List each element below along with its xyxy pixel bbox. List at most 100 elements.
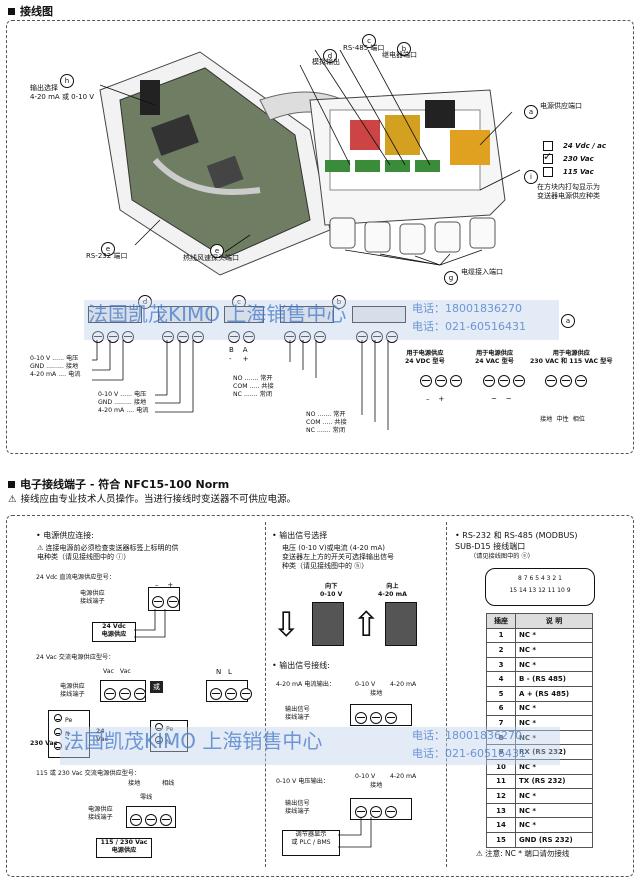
warning-line: ⚠接线应由专业技术人员操作。当进行接线时变送器不可供应电源。 bbox=[8, 494, 297, 505]
output-desc: 电压 (0-10 V)或电流 (4-20 mA) 变送器左上方的开关可选择输出信… bbox=[282, 544, 394, 570]
pin-number: 6 bbox=[486, 700, 516, 717]
switch-up-photo bbox=[385, 602, 417, 646]
section-title-wiring: 接线图 bbox=[8, 3, 53, 19]
up-label: 向上 4-20 mA bbox=[378, 583, 407, 598]
rs485-pin-labels: B A - + bbox=[229, 346, 249, 363]
callout-e2-letter: e bbox=[210, 238, 224, 258]
ac-230-label: 230 Vac bbox=[30, 740, 58, 747]
callout-e1-label: RS-232 端口 bbox=[86, 252, 128, 260]
pin-description: NC * bbox=[515, 700, 593, 717]
pin-description: NC * bbox=[515, 802, 593, 819]
power-24vdc-screws bbox=[420, 372, 465, 391]
callout-a-label: 电源供应端口 bbox=[540, 102, 582, 110]
ac-screws-2 bbox=[210, 685, 255, 704]
switch-down-photo bbox=[312, 602, 344, 646]
rs485-terminal bbox=[224, 306, 264, 323]
callout-g-letter: g bbox=[444, 265, 458, 285]
arrow-up-icon: ⇧ bbox=[352, 605, 381, 645]
ma-screws bbox=[355, 709, 400, 728]
callout-c-label: RS-485 端口 bbox=[343, 44, 385, 52]
nl-labels: N L bbox=[216, 668, 232, 676]
dc-screws bbox=[152, 593, 182, 612]
watermark-band-2 bbox=[60, 727, 560, 765]
power-230vac-labels: 接地 中性 相位 bbox=[540, 416, 585, 423]
analog-terminal-screws-1 bbox=[92, 328, 137, 347]
analog-terminal-1 bbox=[88, 306, 142, 323]
pin-number: 1 bbox=[486, 627, 516, 644]
callout-d-letter: d bbox=[323, 43, 337, 63]
terminals-panel bbox=[6, 515, 634, 877]
callout-g-label: 电缆接入端口 bbox=[461, 268, 503, 276]
ac-title: 24 Vac 交流电源供应型号： bbox=[36, 654, 115, 661]
ac230-terminal-label: 电源供应 接线端子 bbox=[88, 806, 113, 821]
rs-heading: • RS-232 和 RS-485 (MODBUS) SUB-D15 接线端口 bbox=[455, 531, 578, 551]
power-24vac-screws bbox=[483, 372, 528, 391]
or-badge: 或 bbox=[150, 681, 163, 693]
divider-2 bbox=[446, 522, 447, 867]
ac-vac-labels: Vac Vac bbox=[103, 668, 131, 675]
callout-e1-letter: e bbox=[101, 236, 115, 256]
strip-b-letter: b bbox=[332, 289, 346, 309]
dc-wires bbox=[134, 609, 166, 638]
analog-terminal-screws-2 bbox=[162, 328, 207, 347]
pin-number: 15 bbox=[486, 831, 516, 848]
callout-h-letter: h bbox=[60, 68, 74, 88]
pin-description: A + (RS 485) bbox=[515, 685, 593, 702]
watermark-name-2: 法国凯茂KIMO 上海销售中心 bbox=[64, 729, 323, 753]
power-24vdc-signs: – + bbox=[426, 395, 445, 403]
power-24vac-signs: ~ ~ bbox=[491, 395, 512, 403]
ma-title: 4-20 mA 电流输出： bbox=[276, 681, 336, 688]
callout-h-label: 输出选择 4-20 mA 或 0-10 V bbox=[30, 84, 95, 101]
ma-10v: 0-10 V bbox=[355, 681, 376, 688]
terminal-leader-lines bbox=[92, 340, 389, 430]
pin-number: 5 bbox=[486, 685, 516, 702]
power-note: ⚠ 连接电源前必须检查变送器标签上标明的供 电种类（请见接线图中的 ⓘ） bbox=[37, 544, 179, 561]
ma-ground: 接地 bbox=[370, 690, 383, 697]
relay-screws-1 bbox=[284, 328, 329, 347]
rs-footnote: ⚠ 注意: NC * 端口请勿接线 bbox=[476, 849, 570, 858]
subd15-connector: 8 7 6 5 4 3 2 1 15 14 13 12 11 10 9 bbox=[485, 568, 595, 606]
analog-terminal-2 bbox=[158, 306, 212, 323]
ac230-phase: 相线 bbox=[162, 780, 175, 787]
ac-terminal-label: 电源供应 接线端子 bbox=[60, 683, 85, 698]
strip-d-letter: d bbox=[138, 289, 152, 309]
regulator-box: 调节器显示 或 PLC / BMS bbox=[282, 830, 340, 856]
output-heading-1: • 输出信号选择 bbox=[272, 531, 328, 540]
pin-number: 11 bbox=[486, 773, 516, 790]
pin-description: TX (RS 232) bbox=[515, 773, 593, 790]
rs485-screws bbox=[228, 328, 258, 347]
voltage-options: 24 Vdc / ac ✓230 Vac 115 Vac bbox=[543, 141, 607, 177]
down-label: 向下 0-10 V bbox=[320, 583, 343, 598]
ac230-earth: 接地 bbox=[128, 780, 141, 787]
ac-left-pins: Pe N L bbox=[54, 714, 72, 756]
v-10v: 0-10 V bbox=[355, 773, 376, 780]
relay-terminal-2 bbox=[352, 306, 406, 323]
watermark-phone2-2: 电话：021-60516431 bbox=[412, 747, 526, 760]
callout-b-letter: b bbox=[397, 36, 411, 56]
dc-title: 24 Vdc 直流电源供应型号： bbox=[36, 574, 116, 581]
ac230-screws bbox=[130, 811, 175, 830]
rs-sub: （请见接线图中的 ⓔ） bbox=[470, 553, 534, 560]
watermark-name-1: 法国凯茂KIMO 上海销售中心 bbox=[88, 302, 347, 326]
callout-c-letter: c bbox=[362, 28, 376, 48]
transmitter-illustration bbox=[99, 49, 521, 276]
divider-1 bbox=[265, 522, 266, 867]
v-wires bbox=[338, 817, 372, 848]
output-heading-2: • 输出信号接线: bbox=[272, 661, 330, 670]
pin-description: NC * bbox=[515, 817, 593, 833]
power-230vac-screws bbox=[545, 372, 590, 391]
